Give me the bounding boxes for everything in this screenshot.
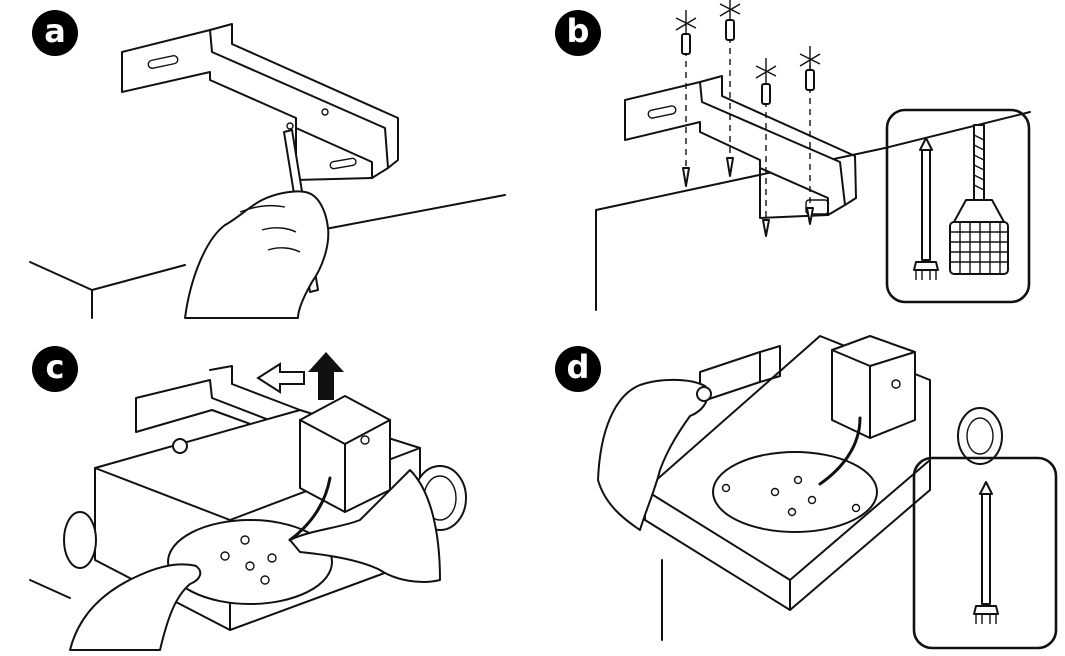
hand-a — [184, 190, 330, 319]
step-label-b: b — [566, 12, 590, 50]
tools-inset — [885, 108, 1031, 304]
hand-c-left — [69, 563, 202, 651]
panel-b-illustration — [595, 0, 1031, 311]
drill-bit-icon — [949, 124, 1009, 275]
panel-a-illustration — [29, 23, 506, 319]
arrow-up-icon — [308, 352, 344, 400]
step-badge-c: c — [32, 346, 78, 392]
panel-c-illustration — [29, 352, 467, 651]
screwdriver-icon — [913, 137, 939, 280]
step-label-a: a — [44, 12, 66, 50]
screwdriver-inset — [912, 456, 1058, 650]
step-badge-a: a — [32, 10, 78, 56]
panel-d-illustration — [597, 335, 1058, 650]
step-badge-b: b — [555, 10, 601, 56]
step-label-c: c — [45, 348, 65, 386]
hand-c-right — [289, 469, 441, 583]
step-label-d: d — [566, 348, 590, 386]
screwdriver-icon-d — [973, 481, 999, 624]
arrow-left-icon — [256, 362, 305, 394]
hand-d — [597, 378, 709, 531]
step-badge-d: d — [555, 346, 601, 392]
